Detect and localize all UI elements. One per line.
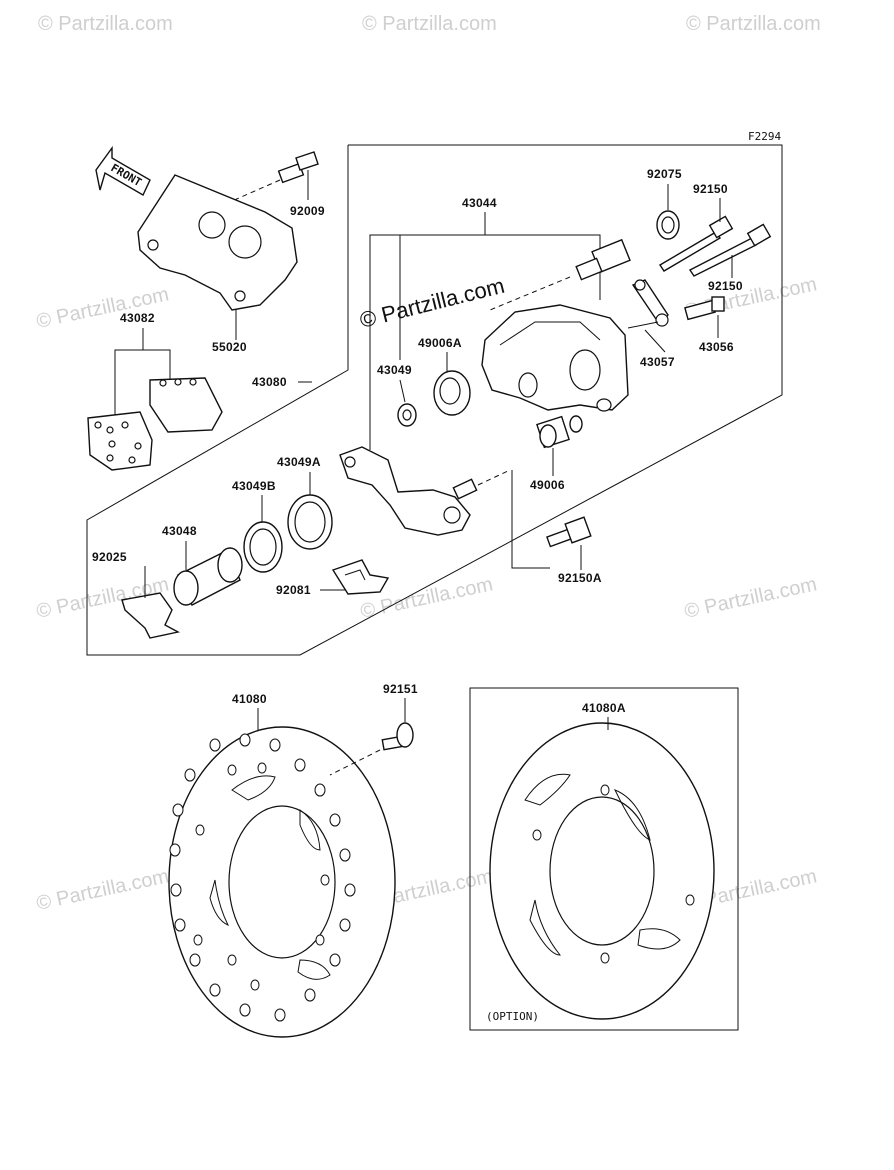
caliper-bracket-icon <box>339 446 511 536</box>
pin-92150-lower-icon <box>688 223 772 277</box>
piston-43048-icon <box>173 547 243 606</box>
label-92009: 92009 <box>290 204 325 218</box>
label-43082: 43082 <box>120 311 155 325</box>
option-box <box>469 687 739 1031</box>
slide-pin-icon <box>489 238 631 311</box>
label-43044: 43044 <box>462 196 497 210</box>
watermark-top-left: © Partzilla.com <box>38 13 173 35</box>
bracket-55020-icon <box>137 174 298 340</box>
caliper-body-icon <box>481 304 629 412</box>
leader-bracket-link <box>511 470 550 569</box>
bolt-92150A-icon <box>546 516 592 548</box>
label-49006: 49006 <box>530 478 565 492</box>
seal-43049B-icon <box>243 521 283 573</box>
bolt-92151-icon <box>329 722 414 776</box>
brake-pad-rear-icon <box>87 411 153 471</box>
brake-disc-41080-icon <box>168 726 396 1038</box>
main-watermark: © Partzilla.com <box>357 273 507 333</box>
figure-code: F2294 <box>748 130 781 143</box>
watermark-bottom-left: © Partzilla.com <box>34 865 170 915</box>
watermark-low-right: © Partzilla.com <box>682 573 818 623</box>
boot-92075-icon <box>656 210 680 240</box>
label-92025: 92025 <box>92 550 127 564</box>
watermark-top-center: © Partzilla.com <box>362 13 497 35</box>
label-55020: 55020 <box>212 340 247 354</box>
label-92151: 92151 <box>383 682 418 696</box>
bleeder-43056-icon <box>684 296 725 321</box>
leader-43057 <box>644 329 666 353</box>
label-43080: 43080 <box>252 375 287 389</box>
label-43056: 43056 <box>699 340 734 354</box>
seal-43049A-icon <box>287 494 333 550</box>
leader-43082-right <box>143 349 171 380</box>
assembly-outline <box>86 144 783 656</box>
label-43049: 43049 <box>377 363 412 377</box>
option-label: (OPTION) <box>486 1010 539 1023</box>
label-43057: 43057 <box>640 355 675 369</box>
label-41080: 41080 <box>232 692 267 706</box>
washer-43049-icon <box>397 403 417 427</box>
spring-92025-icon <box>121 592 181 639</box>
label-92150-upper: 92150 <box>693 182 728 196</box>
label-92150-lower: 92150 <box>708 279 743 293</box>
label-49006A: 49006A <box>418 336 462 350</box>
sleeve-49006-icon <box>536 415 583 449</box>
brake-pad-front-icon <box>149 377 223 433</box>
leader-43044-right <box>485 234 601 300</box>
leader-43082-left <box>114 328 144 415</box>
seal-49006A-icon <box>433 370 471 416</box>
label-92150A: 92150A <box>558 571 602 585</box>
label-41080A: 41080A <box>582 701 626 715</box>
label-43049B: 43049B <box>232 479 276 493</box>
label-92081: 92081 <box>276 583 311 597</box>
label-92075: 92075 <box>647 167 682 181</box>
label-43049A: 43049A <box>277 455 321 469</box>
watermark-top-right: © Partzilla.com <box>686 13 821 35</box>
watermarks: © Partzilla.com © Partzilla.com © Partzi… <box>34 13 820 915</box>
clip-92081-icon <box>331 559 390 595</box>
pin-92150-upper-icon <box>659 215 734 272</box>
leader-43044-left <box>369 212 486 450</box>
brake-disc-41080A-icon <box>489 722 715 1020</box>
leader-43049 <box>399 379 406 403</box>
label-43048: 43048 <box>162 524 197 538</box>
link-43057-icon <box>627 279 669 329</box>
front-arrow-icon: FRONT <box>95 145 151 196</box>
watermark-mid-left: © Partzilla.com <box>34 283 170 333</box>
